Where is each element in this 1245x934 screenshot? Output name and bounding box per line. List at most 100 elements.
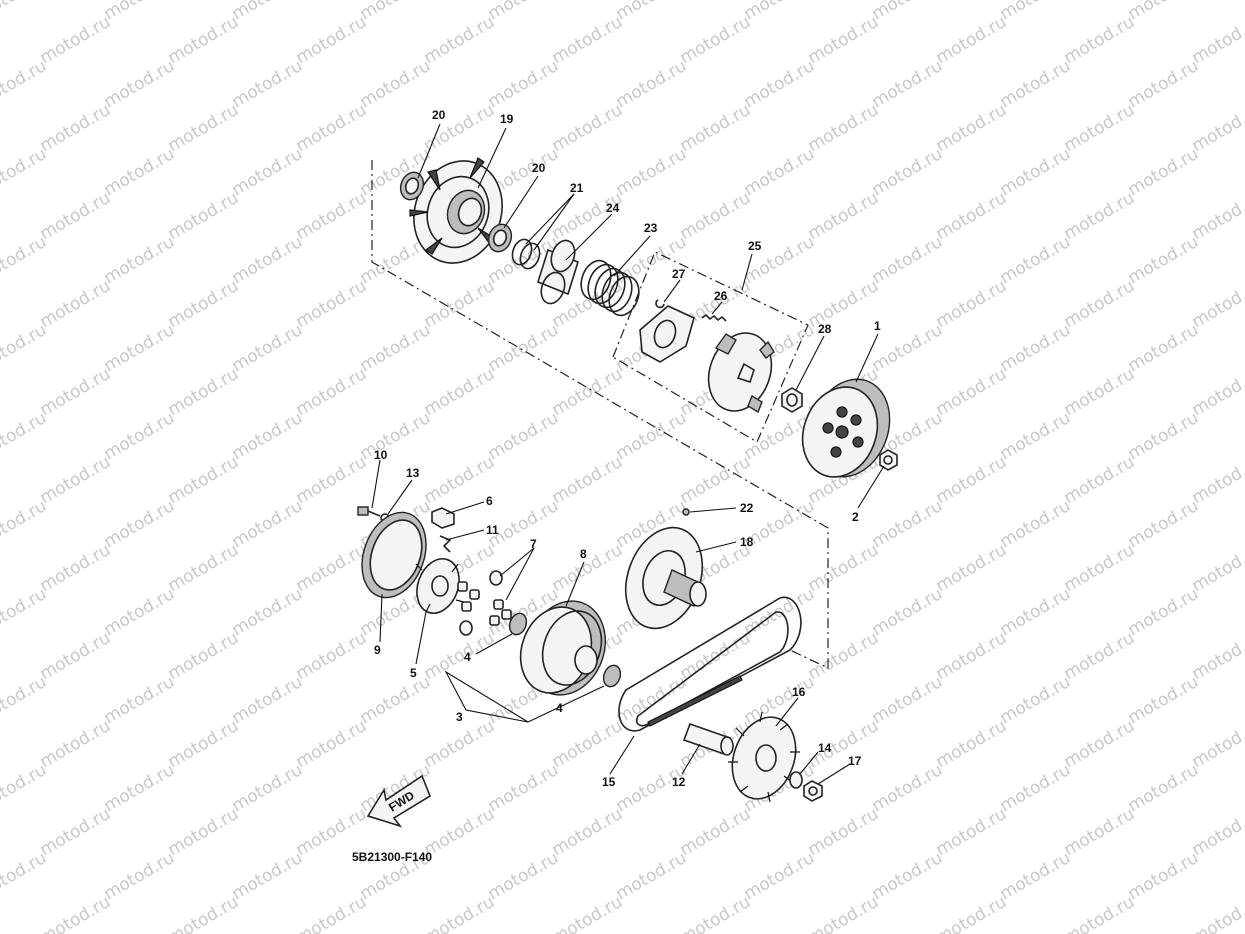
watermark-text: motod.ru bbox=[1125, 672, 1203, 728]
watermark-text: motod.ru bbox=[1189, 452, 1245, 508]
watermark-text: motod.ru bbox=[229, 760, 307, 816]
watermark-text: motod.ru bbox=[997, 56, 1075, 112]
bolt bbox=[357, 506, 381, 517]
watermark-text: motod.ru bbox=[293, 12, 371, 68]
watermark-text: motod.ru bbox=[37, 892, 115, 934]
secondary-fixed-sheave bbox=[409, 157, 503, 264]
watermark-text: motod.ru bbox=[933, 12, 1011, 68]
watermark-text: motod.ru bbox=[805, 892, 883, 934]
watermark-text: motod.ru bbox=[1061, 716, 1139, 772]
watermark-text: motod.ru bbox=[357, 672, 435, 728]
watermark-text: motod.ru bbox=[37, 276, 115, 332]
watermark-text: motod.ru bbox=[101, 848, 179, 904]
watermark-text: motod.ru bbox=[165, 804, 243, 860]
watermark-text: motod.ru bbox=[1189, 804, 1245, 860]
watermark-text: motod.ru bbox=[869, 496, 947, 552]
watermark-text: motod.ru bbox=[101, 320, 179, 376]
callout-16: 16 bbox=[792, 685, 806, 699]
cam-plate bbox=[415, 558, 465, 614]
watermark-text: motod.ru bbox=[1125, 584, 1203, 640]
watermark-text: motod.ru bbox=[997, 584, 1075, 640]
watermark-text: motod.ru bbox=[165, 188, 243, 244]
watermark-text: motod.ru bbox=[101, 232, 179, 288]
watermark-text: motod.ru bbox=[997, 144, 1075, 200]
collar-small bbox=[508, 612, 528, 636]
watermark-text: motod.ru bbox=[485, 0, 563, 24]
watermark-text: motod.ru bbox=[805, 716, 883, 772]
watermark-text: motod.ru bbox=[1189, 100, 1245, 156]
watermark-text: motod.ru bbox=[933, 452, 1011, 508]
watermark-text: motod.ru bbox=[293, 716, 371, 772]
o-rings bbox=[511, 238, 541, 270]
watermark-text: motod.ru bbox=[37, 188, 115, 244]
watermark-text: motod.ru bbox=[1125, 848, 1203, 904]
grease-nipple bbox=[682, 508, 690, 516]
watermark-text: motod.ru bbox=[741, 56, 819, 112]
watermark-text: motod.ru bbox=[0, 144, 50, 200]
watermark-text: motod.ru bbox=[933, 804, 1011, 860]
watermark-text: motod.ru bbox=[0, 320, 50, 376]
primary-collar bbox=[682, 722, 734, 756]
watermark-text: motod.ru bbox=[421, 716, 499, 772]
watermark-text: motod.ru bbox=[1189, 188, 1245, 244]
watermark-text: motod.ru bbox=[37, 540, 115, 596]
watermark-text: motod.ru bbox=[869, 56, 947, 112]
watermark-text: motod.ru bbox=[101, 0, 179, 24]
watermark-text: motod.ru bbox=[101, 496, 179, 552]
callout-21: 21 bbox=[570, 181, 584, 195]
watermark-text: motod.ru bbox=[549, 716, 627, 772]
guide-collar bbox=[537, 239, 579, 305]
watermark-text: motod.ru bbox=[229, 584, 307, 640]
watermark-text: motod.ru bbox=[37, 12, 115, 68]
watermark-text: motod.ru bbox=[485, 408, 563, 464]
watermark-text: motod.ru bbox=[869, 144, 947, 200]
oil-seal-right bbox=[487, 223, 513, 253]
watermark-text: motod.ru bbox=[0, 584, 50, 640]
callout-labels: 20 19 20 21 24 23 25 27 26 28 1 2 10 13 … bbox=[374, 108, 881, 789]
callout-17: 17 bbox=[848, 754, 862, 768]
watermark-text: motod.ru bbox=[229, 232, 307, 288]
watermark-text: motod.ru bbox=[485, 848, 563, 904]
watermark-text: motod.ru bbox=[0, 0, 50, 24]
watermark-text: motod.ru bbox=[37, 628, 115, 684]
watermark-text: motod.ru bbox=[1061, 276, 1139, 332]
watermark-text: motod.ru bbox=[805, 628, 883, 684]
watermark-text: motod.ru bbox=[677, 188, 755, 244]
callout-4: 4 bbox=[556, 701, 563, 715]
compression-spring bbox=[580, 259, 640, 317]
watermark-text: motod.ru bbox=[485, 760, 563, 816]
watermark-text: motod.ru bbox=[869, 232, 947, 288]
assembly-outline-clutch bbox=[612, 251, 809, 443]
watermark-text: motod.ru bbox=[997, 760, 1075, 816]
secondary-sheave-assembly bbox=[624, 526, 707, 630]
watermark-text: motod.ru bbox=[37, 452, 115, 508]
housing-nut bbox=[879, 449, 898, 471]
watermark-text: motod.ru bbox=[421, 804, 499, 860]
watermark-text: motod.ru bbox=[293, 188, 371, 244]
clip bbox=[439, 535, 452, 553]
watermark-text: motod.ru bbox=[0, 848, 50, 904]
callout-6: 6 bbox=[486, 494, 493, 508]
watermark-text: motod.ru bbox=[933, 100, 1011, 156]
watermark-text: motod.ru bbox=[997, 0, 1075, 24]
callout-7: 7 bbox=[530, 537, 537, 551]
clutch-spring bbox=[701, 313, 727, 322]
callout-26: 26 bbox=[714, 289, 728, 303]
callout-10: 10 bbox=[374, 448, 388, 462]
watermark-text: motod.ru bbox=[293, 892, 371, 934]
callout-19: 19 bbox=[500, 112, 514, 126]
primary-cover bbox=[361, 511, 427, 599]
watermark-text: motod.ru bbox=[933, 628, 1011, 684]
watermark-text: motod.ru bbox=[37, 716, 115, 772]
watermark-text: motod.ru bbox=[677, 100, 755, 156]
watermark-text: motod.ru bbox=[1061, 540, 1139, 596]
clutch-nut bbox=[781, 387, 803, 413]
watermark-text: motod.ru bbox=[293, 364, 371, 420]
watermark-text: motod.ru bbox=[229, 672, 307, 728]
watermark-text: motod.ru bbox=[0, 760, 50, 816]
watermark-text: motod.ru bbox=[485, 320, 563, 376]
watermark-text: motod.ru bbox=[229, 320, 307, 376]
watermark-text: motod.ru bbox=[933, 892, 1011, 934]
